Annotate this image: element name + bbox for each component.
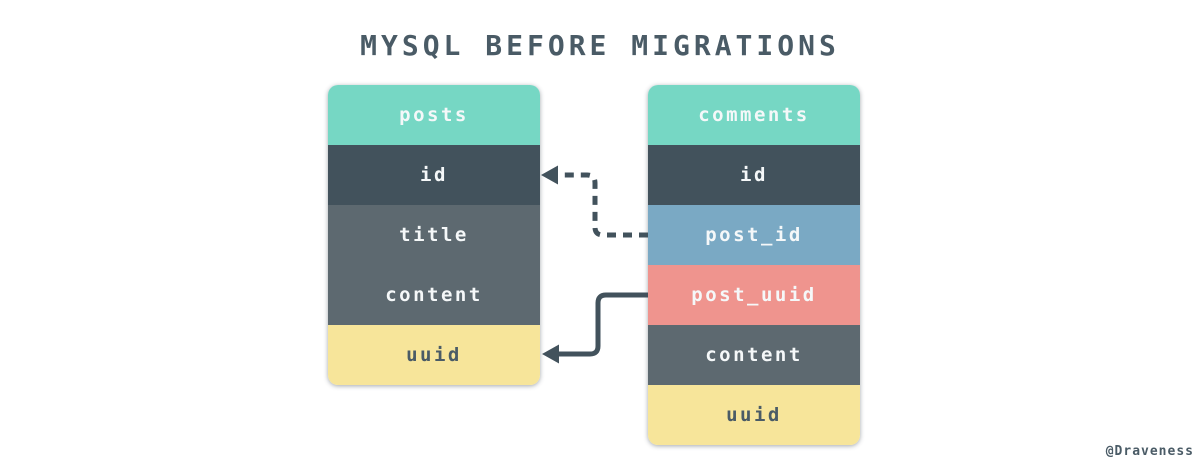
table-posts: posts id title content uuid xyxy=(328,85,540,385)
arrowhead-icon xyxy=(541,165,558,185)
table-comments-row-post-id: post_id xyxy=(648,205,860,265)
table-posts-row-uuid: uuid xyxy=(328,325,540,385)
table-comments-row-post-uuid: post_uuid xyxy=(648,265,860,325)
table-comments-row-content: content xyxy=(648,325,860,385)
table-posts-row-id: id xyxy=(328,145,540,205)
table-comments: comments id post_id post_uuid content uu… xyxy=(648,85,860,445)
relation-post-id-to-id xyxy=(541,165,648,238)
table-comments-header: comments xyxy=(648,85,860,145)
relation-post-uuid-to-uuid xyxy=(542,292,648,364)
table-posts-row-title: title xyxy=(328,205,540,265)
table-posts-row-content: content xyxy=(328,265,540,325)
solid-relation-line xyxy=(558,292,648,357)
arrowhead-icon xyxy=(542,344,559,364)
diagram-title: MYSQL BEFORE MIGRATIONS xyxy=(360,29,840,62)
table-posts-header: posts xyxy=(328,85,540,145)
watermark-credit: @Draveness xyxy=(1105,444,1194,459)
table-comments-row-uuid: uuid xyxy=(648,385,860,445)
dashed-relation-line xyxy=(556,172,648,238)
table-comments-row-id: id xyxy=(648,145,860,205)
